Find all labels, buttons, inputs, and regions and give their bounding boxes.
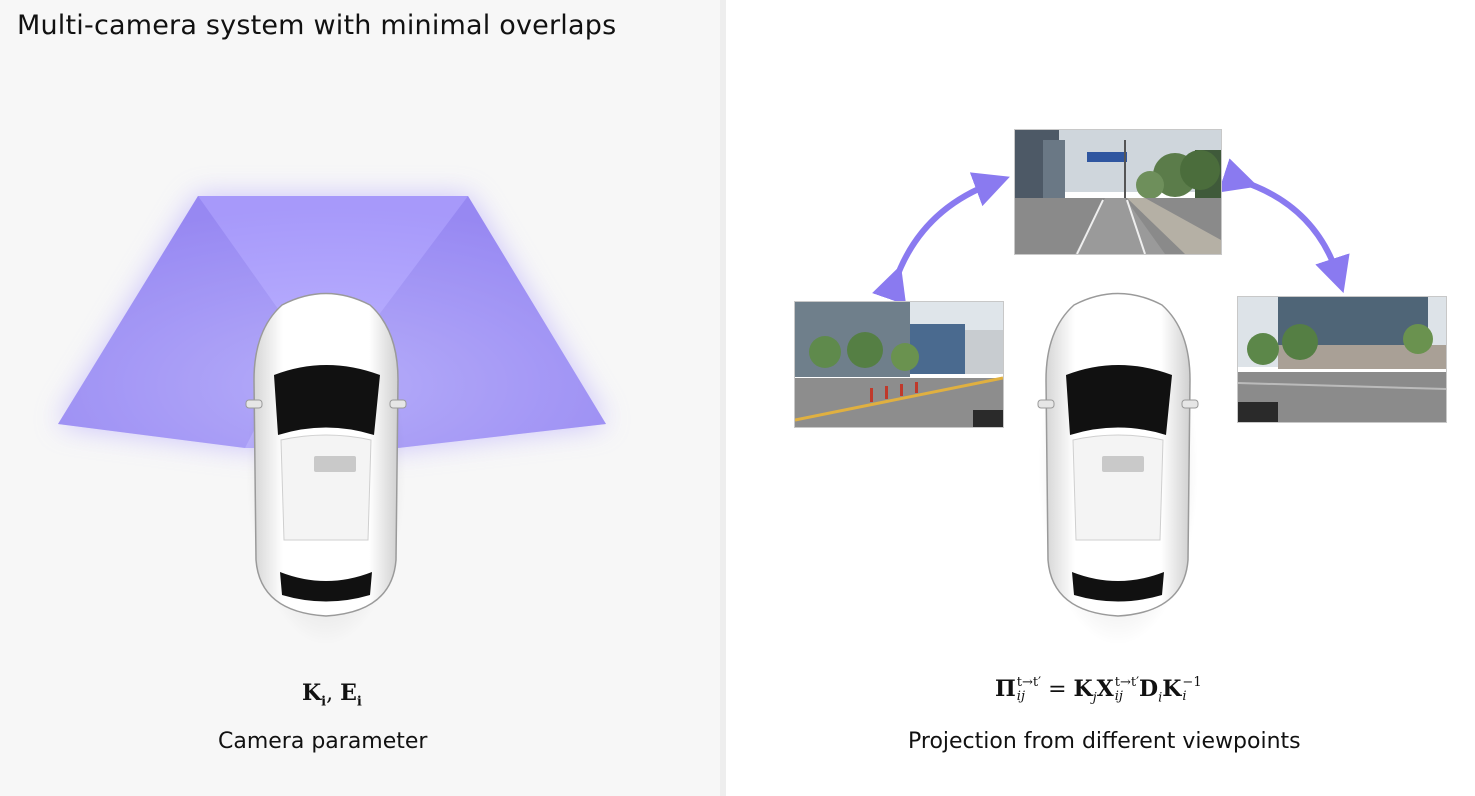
slide-title: Multi-camera system with minimal overlap…: [17, 10, 617, 41]
car-top-view-left: [245, 292, 407, 645]
fov-right-wedge: [360, 196, 606, 448]
car-top-view-right: [1037, 292, 1199, 645]
left-camera-image: [794, 301, 1004, 428]
extrinsic-symbol: E: [340, 680, 357, 706]
camera-fov-diagram: [58, 196, 606, 645]
intrinsic-symbol: K: [302, 680, 322, 706]
panel-divider: [720, 0, 726, 796]
arrow-left-front: [872, 172, 1010, 305]
projection-caption: Projection from different viewpoints: [908, 729, 1301, 754]
fov-front-wedge: [198, 196, 468, 340]
right-camera-image: [1237, 296, 1447, 423]
camera-parameter-caption: Camera parameter: [218, 729, 428, 754]
front-camera-image: [1014, 129, 1222, 255]
arrow-front-right: [1218, 158, 1350, 294]
camera-parameter-formula: Ki, Ei: [302, 680, 362, 710]
fov-left-wedge: [58, 196, 300, 448]
